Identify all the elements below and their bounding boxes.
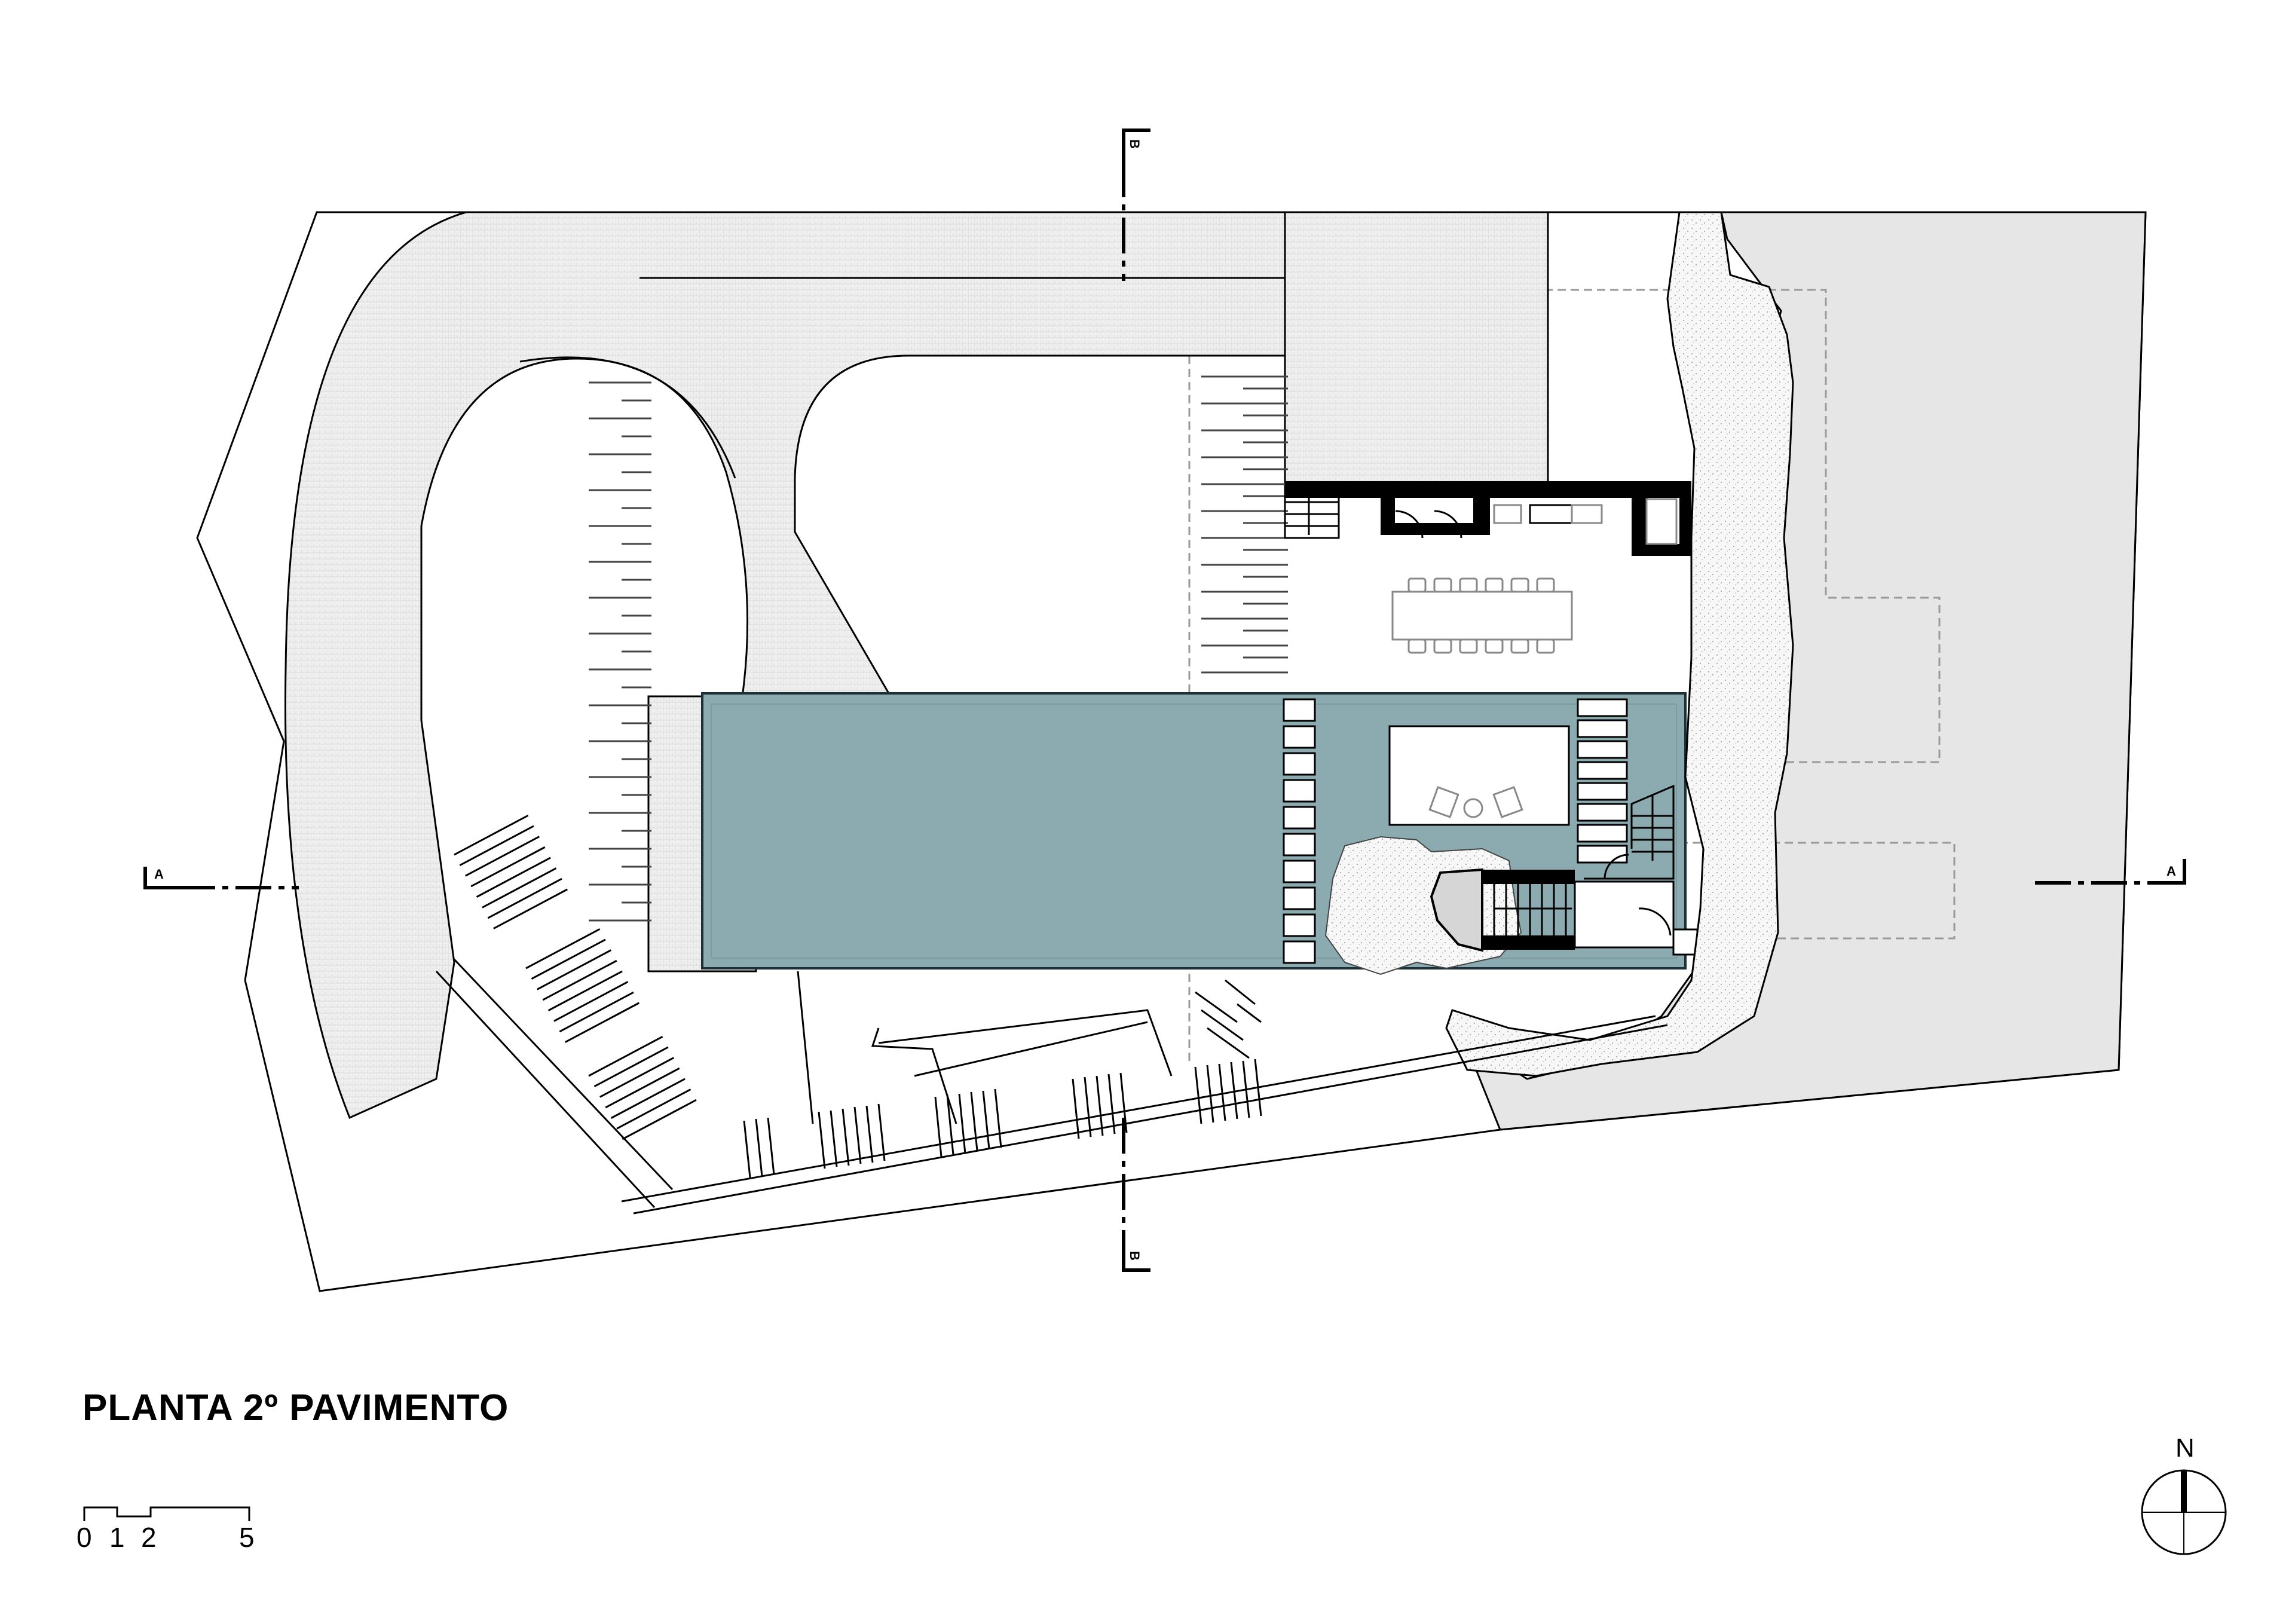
stair-service: [1284, 489, 1340, 539]
service-core-walls: [1285, 481, 1691, 556]
section-b-top-label: B: [1127, 139, 1142, 149]
diagonal-hatching: [1195, 979, 1262, 1059]
pool-pavers: [1283, 698, 1699, 964]
north-label: N: [2175, 1433, 2195, 1463]
scale-label-5: 5: [239, 1522, 255, 1553]
stair-lounge: [1584, 784, 1675, 880]
section-a-left-label: A: [154, 867, 164, 882]
section-b-bottom-label: B: [1127, 1251, 1142, 1261]
lounge-area: [1388, 725, 1570, 826]
section-line-b: [1122, 129, 1150, 1272]
landscape-hatching: [589, 375, 1288, 922]
pool: [701, 692, 1687, 969]
dining-table: [1391, 577, 1573, 654]
section-a-right-label: A: [2167, 864, 2176, 879]
exterior-stairs: [454, 814, 1262, 1178]
driveway-paving: [284, 211, 1549, 1120]
section-line-a: [143, 859, 2186, 889]
scale-bar: [83, 1506, 250, 1521]
north-arrow-icon: [2141, 1469, 2227, 1555]
scale-label-1: 1: [109, 1522, 125, 1553]
rock-outcrop: [1324, 836, 1675, 975]
drawing-title: PLANTA 2º PAVIMENTO: [82, 1387, 509, 1429]
rock-band-east: [1445, 211, 1794, 1077]
lower-terraces: [435, 958, 1668, 1215]
scale-label-0: 0: [76, 1522, 92, 1553]
scale-label-2: 2: [141, 1522, 157, 1553]
